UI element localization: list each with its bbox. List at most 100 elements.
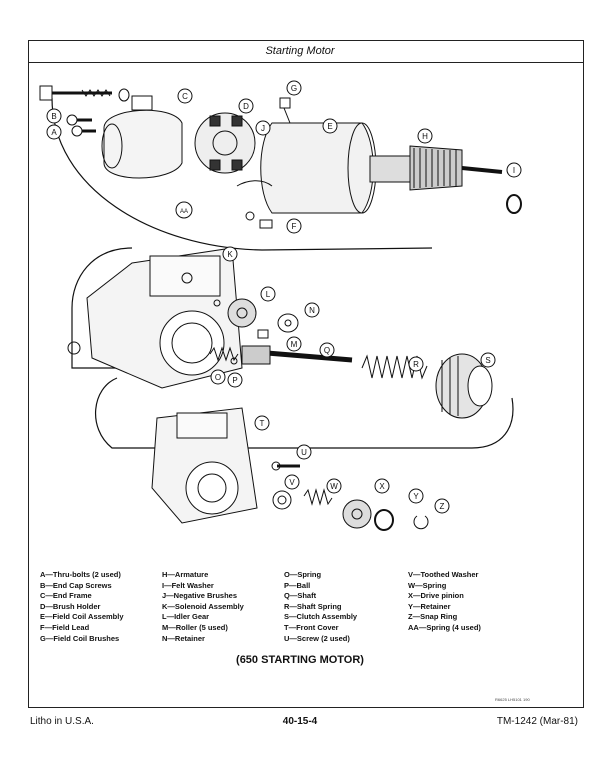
- callout-z: Z: [434, 498, 450, 514]
- callout-m: M: [286, 336, 302, 352]
- svg-text:G: G: [291, 84, 297, 93]
- page-frame-bottom: [28, 707, 583, 708]
- figure-caption: (650 STARTING MOTOR): [236, 654, 364, 666]
- svg-text:Y: Y: [413, 492, 419, 501]
- callout-g: G: [286, 80, 302, 96]
- legend-item: N—Retainer: [162, 633, 205, 643]
- svg-text:O: O: [215, 373, 221, 382]
- svg-text:Z: Z: [440, 502, 445, 511]
- legend-item: U—Screw (2 used): [284, 633, 350, 643]
- svg-text:Q: Q: [324, 346, 330, 355]
- legend-item: E—Field Coil Assembly: [40, 612, 124, 622]
- thru-bolt-part: [39, 85, 112, 101]
- legend-item: H—Armature: [162, 570, 209, 579]
- legend-item: Z—Snap Ring: [408, 612, 458, 622]
- callout-x: X: [374, 478, 390, 494]
- svg-text:L: L: [266, 290, 271, 299]
- field-coil-part: [260, 97, 377, 214]
- callout-a: A: [46, 124, 62, 140]
- legend-item: AA—Spring (4 used): [408, 622, 481, 632]
- legend-item: S—Clutch Assembly: [284, 612, 358, 622]
- svg-text:T: T: [260, 419, 265, 428]
- legend-item: L—Idler Gear: [162, 612, 210, 622]
- callout-k: K: [222, 246, 238, 262]
- brush-holder-part: [194, 112, 256, 174]
- solenoid-housing-part: [67, 247, 243, 389]
- legend-column-3: O—Spring P—Ball Q—Shaft R—Shaft Spring S…: [284, 570, 357, 644]
- legend-item: F—Field Lead: [40, 622, 90, 632]
- footer-litho: Litho in U.S.A.: [30, 716, 94, 727]
- svg-text:C: C: [182, 92, 188, 101]
- legend-item: Q—Shaft: [284, 591, 317, 601]
- callout-d: D: [238, 98, 254, 114]
- callout-t: T: [254, 415, 270, 431]
- svg-text:B: B: [51, 112, 56, 121]
- end-cap-screws-part: [66, 114, 96, 137]
- legend-item: A—Thru-bolts (2 used): [40, 570, 121, 579]
- front-cover-part: [151, 407, 258, 524]
- page-header-title: Starting Motor: [265, 45, 335, 57]
- callout-w: W: [326, 478, 342, 494]
- shaft-part: [241, 345, 353, 365]
- callout-s: S: [480, 352, 496, 368]
- svg-text:S: S: [485, 356, 490, 365]
- svg-text:AA: AA: [180, 209, 188, 215]
- callout-l: L: [260, 286, 276, 302]
- armature-part: [369, 145, 503, 191]
- callout-y: Y: [408, 488, 424, 504]
- callout-b: B: [46, 108, 62, 124]
- callout-p: P: [227, 372, 243, 388]
- legend-item: D—Brush Holder: [40, 601, 101, 611]
- legend-column-2: H—Armature I—Felt Washer J—Negative Brus…: [162, 570, 244, 644]
- end-frame-part: [101, 95, 183, 179]
- callout-u: U: [296, 444, 312, 460]
- svg-text:J: J: [261, 124, 265, 133]
- idler-gear-part: [227, 298, 257, 328]
- svg-text:N: N: [309, 306, 315, 315]
- legend-item: I—Felt Washer: [162, 580, 214, 590]
- legend-item: X—Drive pinion: [408, 591, 464, 601]
- svg-text:H: H: [422, 132, 428, 141]
- legend-item: C—End Frame: [40, 591, 92, 601]
- callout-n: N: [304, 302, 320, 318]
- legend-item: M—Roller (5 used): [162, 622, 228, 632]
- callout-o: O: [210, 369, 226, 385]
- legend-item: V—Toothed Washer: [408, 570, 479, 579]
- header-rule: [28, 62, 583, 63]
- svg-text:E: E: [327, 122, 332, 131]
- legend-column-4: V—Toothed Washer W—Spring X—Drive pinion…: [408, 570, 481, 634]
- svg-text:P: P: [232, 376, 237, 385]
- svg-text:V: V: [289, 478, 295, 487]
- legend-item: Y—Retainer: [408, 601, 451, 611]
- svg-text:X: X: [379, 482, 385, 491]
- svg-text:D: D: [243, 102, 249, 111]
- drive-pinion-part: [342, 499, 372, 529]
- legend-item: G—Field Coil Brushes: [40, 633, 120, 643]
- legend-item: R—Shaft Spring: [284, 601, 342, 611]
- svg-text:U: U: [301, 448, 307, 457]
- exploded-view-diagram: A B C D E F G H I J AA K L N M O P Q R S…: [39, 80, 522, 531]
- legend-item: O—Spring: [284, 570, 322, 579]
- callout-aa: AA: [175, 201, 193, 219]
- callout-f: F: [286, 218, 302, 234]
- callout-h: H: [417, 128, 433, 144]
- svg-text:F: F: [292, 222, 297, 231]
- svg-text:M: M: [291, 340, 298, 349]
- page-frame-left: [28, 40, 29, 708]
- svg-text:K: K: [227, 250, 233, 259]
- figure-id: R6625 LH5101 190: [495, 697, 530, 702]
- svg-text:R: R: [413, 360, 419, 369]
- legend-item: J—Negative Brushes: [162, 591, 238, 601]
- svg-text:I: I: [513, 166, 515, 175]
- svg-text:W: W: [330, 482, 338, 491]
- callout-j: J: [255, 120, 271, 136]
- callout-i: I: [506, 162, 522, 178]
- footer-page-number: 40-15-4: [282, 716, 318, 727]
- callout-q: Q: [319, 342, 335, 358]
- legend-item: T—Front Cover: [284, 622, 339, 632]
- legend-item: B—End Cap Screws: [40, 580, 112, 590]
- legend-item: P—Ball: [284, 580, 311, 590]
- callout-c: C: [177, 88, 193, 104]
- svg-text:A: A: [51, 128, 57, 137]
- callout-r: R: [408, 356, 424, 372]
